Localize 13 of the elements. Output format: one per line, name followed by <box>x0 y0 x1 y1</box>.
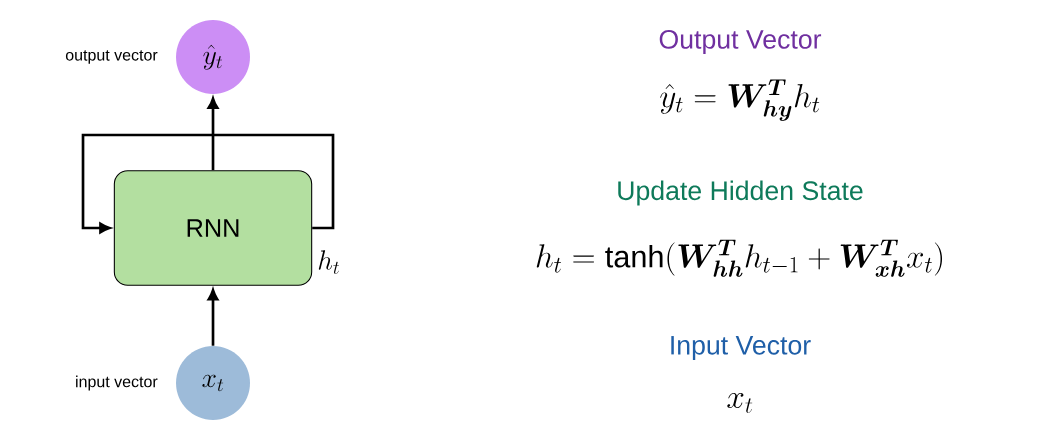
side-label: input vector <box>76 375 158 391</box>
state-label: $h_t$ <box>318 250 340 274</box>
arrow <box>207 289 219 346</box>
formula: $x_t$ <box>727 393 753 413</box>
formula: $h_t = \tanh(\bm{W}_{\bm{hh}}^{\bm{T}} h_{t-1} + \bm{W}_{\bm{xh}}^{\bm{T}} x_t)$ <box>536 239 942 277</box>
formula: $\hat{y}_t = \bm{W}_{\bm{hy}}^{\bm{T}} h_t$ <box>660 79 820 121</box>
heading: Update Hidden State <box>618 180 863 206</box>
heading: Input Vector <box>671 336 811 360</box>
loop-arrow <box>81 133 335 234</box>
heading: Output Vector <box>659 29 822 55</box>
side-label: output vector <box>65 50 158 64</box>
arrow <box>207 97 219 171</box>
rnn-box: RNN <box>113 170 313 286</box>
